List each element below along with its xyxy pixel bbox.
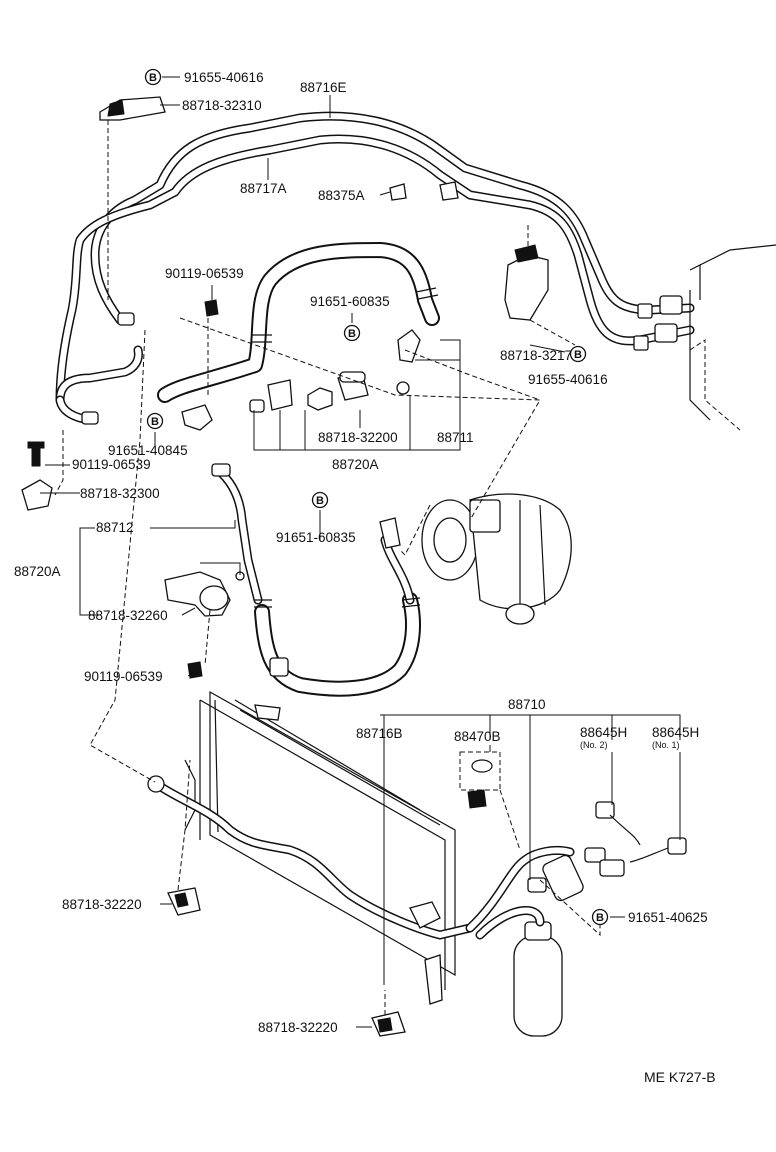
part-number-label: 88645H — [580, 725, 627, 740]
hose-fitting-icon — [379, 517, 401, 549]
ac-compressor — [421, 493, 572, 625]
callout-b-91651-40625: B 91651-40625 — [591, 908, 708, 926]
bolt-90119-06539-a — [204, 299, 219, 317]
leader-lines — [40, 76, 681, 1028]
part-number-label: 91655-40616 — [184, 70, 264, 85]
clamp-88718-32310 — [99, 96, 166, 121]
hose-fitting-icon — [397, 329, 421, 363]
part-number-label: 88718-32220 — [62, 897, 142, 912]
part-number-label: 91655-40616 — [528, 372, 608, 387]
pipe-88716-outlet — [409, 845, 584, 933]
svg-text:B: B — [574, 349, 582, 361]
part-number-label: 91651-40625 — [628, 910, 708, 925]
bracket-88718-32220-b — [371, 1011, 406, 1037]
part-number-label: 90119-06539 — [84, 669, 163, 684]
part-number-label: 88720A — [332, 457, 379, 472]
bolt-90119-06539-c — [187, 661, 203, 679]
pipe-fitting-icon — [81, 411, 99, 425]
part-number-label: 91651-60835 — [276, 530, 356, 545]
part-number-label: 88718-32260 — [88, 608, 168, 623]
hose-88712 — [211, 463, 421, 697]
hose-88711 — [157, 242, 440, 431]
svg-text:B: B — [316, 495, 324, 507]
pipe-88716B — [147, 775, 475, 940]
pipe-88716E — [90, 111, 695, 325]
diagram-reference: ME K727-B — [644, 1069, 716, 1085]
callout-b-91655-40616-right: B 91655-40616 — [528, 345, 608, 387]
svg-text:B: B — [348, 328, 356, 340]
pipe-88717A — [55, 134, 695, 405]
callout-b-91655-40616-top: B 91655-40616 — [144, 68, 264, 86]
part-number-label: 88718-32200 — [318, 430, 398, 445]
bracket-88470B — [459, 751, 501, 809]
pressure-switch-no2 — [584, 801, 641, 877]
svg-text:B: B — [596, 912, 604, 924]
bracket-88718-32220-a — [167, 887, 201, 916]
bracket-cluster-88720A — [249, 371, 410, 413]
clamp-88718-32300 — [21, 479, 53, 511]
bracket-88718-32260 — [164, 571, 245, 617]
callout-b-91651-60835-b: B 91651-60835 — [276, 491, 356, 545]
part-number-label: 88718-32220 — [258, 1020, 338, 1035]
part-number-label: 88711 — [437, 430, 474, 445]
clip-88375A-icon — [389, 183, 407, 201]
part-number-label: 88717A — [240, 181, 287, 196]
part-number-label: 90119-06539 — [72, 457, 151, 472]
hose-fitting-icon — [181, 404, 213, 431]
pipe-left-drop — [55, 312, 143, 425]
part-number-label: 88710 — [508, 697, 546, 712]
part-number-label: 88720A — [14, 564, 61, 579]
bracket-88718-32170 — [504, 244, 549, 321]
part-number-label: 88375A — [318, 188, 365, 203]
condenser-bracket-icon — [424, 954, 443, 1005]
part-number-label: 88718-32300 — [80, 486, 160, 501]
condenser-88710 — [184, 690, 456, 990]
dashed-assembly-lines — [54, 120, 601, 1015]
part-number-label: 90119-06539 — [165, 266, 244, 281]
pipe-fitting-icon — [117, 312, 135, 326]
svg-text:B: B — [149, 72, 157, 84]
callout-b-91651-60835-a: B — [343, 324, 361, 342]
part-number-label: 91651-60835 — [310, 294, 390, 309]
receiver-drier — [475, 906, 563, 1037]
switch-number-label: (No. 1) — [652, 740, 680, 750]
part-number-label: 88645H — [652, 725, 699, 740]
part-number-label: 88470B — [454, 729, 501, 744]
switch-number-label: (No. 2) — [580, 740, 608, 750]
part-number-label: 88718-32310 — [182, 98, 262, 113]
part-number-label: 88716B — [356, 726, 403, 741]
engine-block-outline — [633, 244, 776, 431]
svg-text:B: B — [151, 416, 159, 428]
part-number-label: 88712 — [96, 520, 134, 535]
pressure-switch-no1 — [629, 837, 687, 863]
part-number-label: 88716E — [300, 80, 347, 95]
callout-b-91651-40845: B 91651-40845 — [108, 412, 188, 458]
part-number-label: 88718-32170 — [500, 348, 580, 363]
part-number-label: 91651-40845 — [108, 443, 188, 458]
pipe-joint-icon — [439, 181, 459, 201]
bolt-90119-06539-b — [27, 441, 45, 467]
